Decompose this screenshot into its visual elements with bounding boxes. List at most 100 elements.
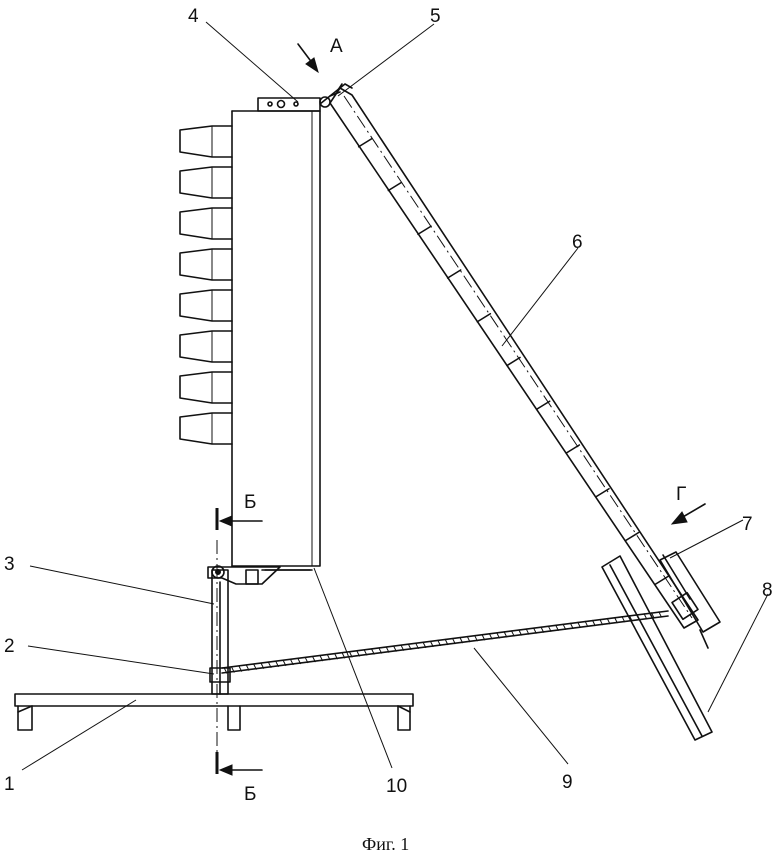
tie-rod-link bbox=[370, 648, 375, 655]
tie-rod-link bbox=[466, 635, 471, 643]
tie-rod-link bbox=[606, 617, 611, 625]
view-arrow-a-label: А bbox=[330, 36, 343, 57]
label-7: 7 bbox=[742, 514, 753, 535]
tie-rod-link bbox=[319, 654, 324, 662]
tie-rod-link bbox=[650, 612, 655, 619]
tie-rod-link bbox=[518, 629, 523, 636]
tie-rod-link bbox=[289, 658, 294, 666]
tie-rod-link bbox=[658, 611, 663, 618]
tie-rod-link bbox=[628, 615, 633, 622]
tie-rod-link bbox=[253, 663, 257, 670]
tie-rod-link bbox=[569, 622, 574, 630]
cup bbox=[179, 412, 233, 445]
cup-column bbox=[179, 125, 233, 445]
tie-rod-link bbox=[429, 640, 434, 648]
tie-rod-link bbox=[348, 651, 353, 658]
rail-rung bbox=[417, 225, 432, 236]
tie-rod-link bbox=[613, 616, 618, 624]
figure-caption: Фиг. 1 bbox=[362, 834, 409, 854]
cup bbox=[179, 248, 233, 281]
rail-rung bbox=[506, 356, 521, 367]
tie-rod-link bbox=[267, 661, 272, 669]
tie-rod bbox=[221, 610, 669, 674]
tie-rod-link bbox=[496, 632, 501, 639]
tie-rod-link bbox=[245, 664, 250, 671]
rail-rung bbox=[446, 269, 462, 279]
tie-rod-link bbox=[437, 639, 442, 647]
tie-rod-link bbox=[230, 666, 235, 673]
rail-rung bbox=[357, 137, 373, 148]
rail-rung bbox=[595, 487, 610, 498]
reference-numerals: 1 2 3 4 5 6 7 8 9 10 bbox=[4, 6, 773, 797]
tie-rod-link bbox=[304, 656, 309, 664]
tie-rod-link bbox=[392, 645, 397, 652]
tie-rod-link bbox=[238, 665, 243, 672]
tie-rod-link bbox=[555, 624, 559, 631]
tie-rod-link bbox=[459, 636, 464, 644]
tie-rod-link bbox=[341, 652, 346, 659]
tie-rod-link bbox=[407, 643, 412, 650]
rail-rungs bbox=[357, 137, 670, 586]
tie-rod-link bbox=[275, 660, 280, 668]
support-post bbox=[209, 569, 231, 695]
tie-rod-link bbox=[562, 623, 567, 631]
inclined-rail bbox=[329, 83, 699, 629]
tie-rod-link bbox=[584, 620, 589, 628]
tie-rod-link bbox=[363, 649, 368, 656]
tie-rod-link bbox=[297, 657, 302, 665]
tie-rod-link bbox=[415, 642, 419, 650]
tie-rod-link bbox=[311, 655, 316, 663]
tie-rod-link bbox=[260, 662, 265, 669]
tie-rod-link bbox=[422, 641, 427, 649]
top-hinge bbox=[257, 91, 341, 112]
tie-rod-link bbox=[503, 631, 508, 638]
label-1: 1 bbox=[4, 774, 15, 795]
label-2: 2 bbox=[4, 636, 15, 657]
tie-rod-link bbox=[334, 653, 338, 660]
base-frame bbox=[14, 693, 414, 731]
cup bbox=[179, 330, 233, 363]
rail-rung bbox=[565, 444, 581, 454]
tie-rod-link bbox=[532, 627, 537, 634]
tie-rod-link bbox=[599, 618, 604, 626]
label-5: 5 bbox=[430, 6, 441, 27]
cup bbox=[179, 207, 233, 240]
tie-rod-link bbox=[577, 621, 582, 629]
tie-rod-link bbox=[481, 634, 486, 641]
label-4: 4 bbox=[188, 6, 199, 27]
section-line-b bbox=[215, 508, 263, 776]
tie-rod-link bbox=[400, 644, 405, 651]
section-label-bottom: Б bbox=[244, 784, 256, 805]
rail-rung bbox=[476, 312, 492, 323]
tie-rod-link bbox=[282, 659, 287, 667]
tie-rod-link bbox=[474, 634, 478, 642]
tie-rod-link bbox=[510, 630, 515, 637]
section-label-top: Б bbox=[244, 492, 256, 513]
cup bbox=[179, 166, 233, 199]
lower-hinge-bracket bbox=[207, 565, 313, 585]
label-9: 9 bbox=[562, 772, 573, 793]
view-arrow-g-label: Г bbox=[676, 484, 686, 505]
tie-rod-links bbox=[223, 611, 663, 674]
label-3: 3 bbox=[4, 554, 15, 575]
label-10: 10 bbox=[386, 776, 407, 797]
tie-rod-link bbox=[591, 619, 596, 627]
tie-rod-link bbox=[451, 637, 456, 645]
support-leg bbox=[601, 555, 713, 741]
rail-rung bbox=[624, 531, 640, 542]
tie-rod-link bbox=[547, 625, 552, 632]
rail-rung bbox=[654, 575, 670, 586]
tie-rod-link bbox=[385, 646, 390, 653]
cup bbox=[179, 289, 233, 322]
view-arrow-g: Г bbox=[670, 484, 706, 525]
cup bbox=[179, 371, 233, 404]
tie-rod-link bbox=[223, 667, 228, 674]
label-8: 8 bbox=[762, 580, 773, 601]
rail-rung bbox=[387, 181, 403, 192]
tie-rod-link bbox=[540, 626, 545, 633]
view-arrow-a: А bbox=[297, 36, 343, 74]
tie-rod-link bbox=[621, 615, 626, 623]
tie-rod-link bbox=[378, 647, 383, 654]
tie-rod-link bbox=[525, 628, 530, 635]
